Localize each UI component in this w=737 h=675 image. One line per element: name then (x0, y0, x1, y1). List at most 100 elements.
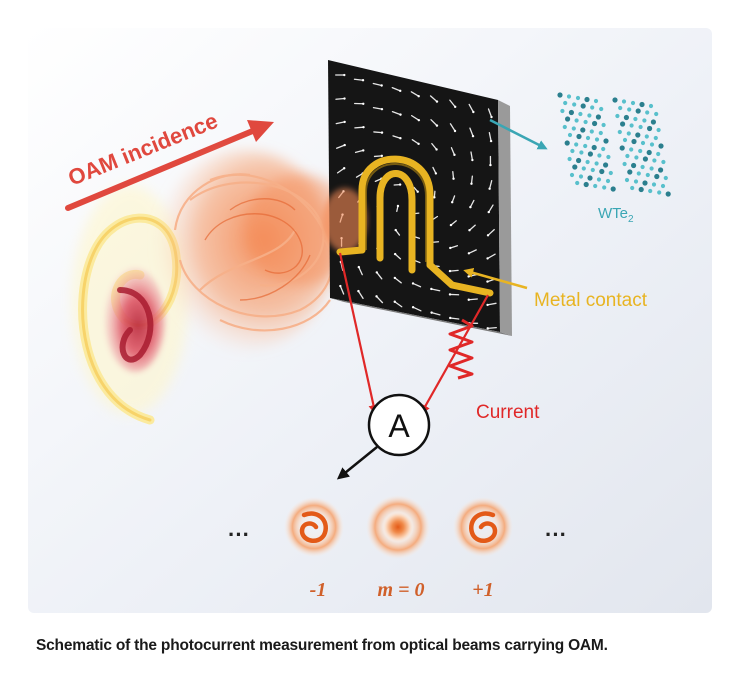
wte2-atom (625, 153, 630, 159)
wte2-atom (640, 164, 645, 170)
wte2-atom (605, 178, 611, 184)
wte2-atom (608, 170, 613, 176)
field-arrow-head (452, 177, 455, 180)
wte2-atom (590, 105, 595, 110)
wte2-atom (594, 137, 600, 142)
wte2-atom (638, 148, 643, 154)
field-arrow (429, 95, 438, 103)
field-arrow (412, 306, 422, 312)
mode-spot-minus-1 (284, 497, 344, 557)
wte2-atom (560, 108, 565, 114)
field-arrow (373, 131, 383, 134)
wte2-atom (585, 135, 591, 141)
wte2-atom (592, 120, 598, 127)
wte2-atom (593, 98, 599, 104)
field-arrow-head (362, 149, 365, 152)
field-arrow (372, 82, 383, 87)
field-arrow-head (343, 97, 346, 100)
mode-label-minus-1: -1 (310, 579, 327, 601)
field-arrow-head (486, 234, 490, 237)
field-arrow-head (453, 153, 456, 157)
wte2-atom (599, 106, 604, 112)
field-arrow-head (471, 134, 475, 138)
field-arrow (468, 103, 474, 113)
wte2-atom (562, 124, 567, 130)
wte2-atom (638, 186, 644, 193)
field-arrow (373, 155, 383, 158)
field-arrow-head (488, 187, 491, 190)
field-arrow (431, 142, 438, 151)
field-arrow-head (486, 327, 489, 330)
mode-label-0: m = 0 (378, 579, 425, 601)
field-arrow (450, 147, 456, 156)
wte2-atom (633, 116, 638, 122)
field-arrow-head (343, 143, 346, 147)
wte2-atom (665, 191, 671, 197)
field-arrow (486, 302, 497, 306)
field-arrow (468, 298, 478, 301)
wte2-atom (661, 159, 666, 165)
field-arrow (394, 301, 403, 308)
field-arrow (470, 151, 474, 161)
wte2-atom (572, 164, 578, 170)
ammeter-output-arrow (336, 446, 378, 480)
wte2-atom (575, 180, 580, 186)
field-arrow-head (486, 280, 489, 283)
field-arrow (358, 266, 363, 276)
ellipsis-right: ··· (545, 522, 567, 547)
field-arrow (488, 132, 492, 142)
wte2-atom (557, 92, 563, 98)
wte2-atom (649, 142, 655, 147)
wte2-atom (578, 174, 584, 179)
field-arrow (487, 108, 493, 118)
field-arrow-head (435, 124, 439, 127)
wte2-atom (568, 109, 575, 116)
field-arrow-head (449, 246, 452, 250)
wte2-atom (652, 158, 657, 163)
field-arrow-head (487, 210, 490, 214)
ellipsis-left: ··· (228, 522, 250, 547)
field-arrow-head (411, 305, 415, 309)
wte2-atom (648, 188, 653, 194)
field-arrow-head (468, 229, 471, 232)
wte2-atom (654, 173, 660, 180)
wte2-atom (574, 142, 579, 147)
field-arrow (487, 228, 495, 236)
wte2-atom (646, 149, 652, 156)
wte2-atom (627, 169, 633, 175)
field-arrow-head (398, 183, 402, 186)
field-arrow-head (393, 252, 397, 256)
wte2-atom (571, 126, 576, 131)
field-arrow-head (434, 172, 438, 175)
wte2-atom (587, 151, 594, 157)
field-arrow (354, 149, 364, 154)
field-arrow-head (375, 271, 378, 274)
field-arrow-head (467, 252, 471, 255)
wte2-atom (653, 135, 658, 141)
beam-spot (323, 188, 367, 252)
wte2-atom (601, 122, 606, 128)
field-arrow-head (435, 100, 439, 103)
wte2-atom (631, 162, 637, 169)
field-arrow (469, 199, 475, 208)
field-arrow (488, 179, 493, 190)
wte2-atom (606, 154, 611, 160)
field-arrow-head (490, 115, 493, 119)
field-arrow-head (449, 316, 452, 320)
field-arrow-head (417, 118, 421, 122)
wte2-atom (651, 182, 657, 187)
field-arrow-head (467, 275, 470, 278)
field-arrow (449, 245, 459, 249)
field-arrow-head (453, 105, 457, 109)
wte2-atom (657, 190, 662, 195)
field-arrow-head (343, 167, 346, 170)
wte2-atom (645, 172, 650, 178)
ammeter-symbol: A (388, 408, 410, 444)
wte2-atom (636, 171, 641, 176)
wte2-atom (569, 172, 575, 178)
wte2-atom (615, 113, 620, 119)
field-arrow-head (416, 190, 419, 193)
field-arrow (391, 86, 401, 92)
wte2-atom (587, 175, 593, 181)
wte2-atom (583, 181, 589, 188)
